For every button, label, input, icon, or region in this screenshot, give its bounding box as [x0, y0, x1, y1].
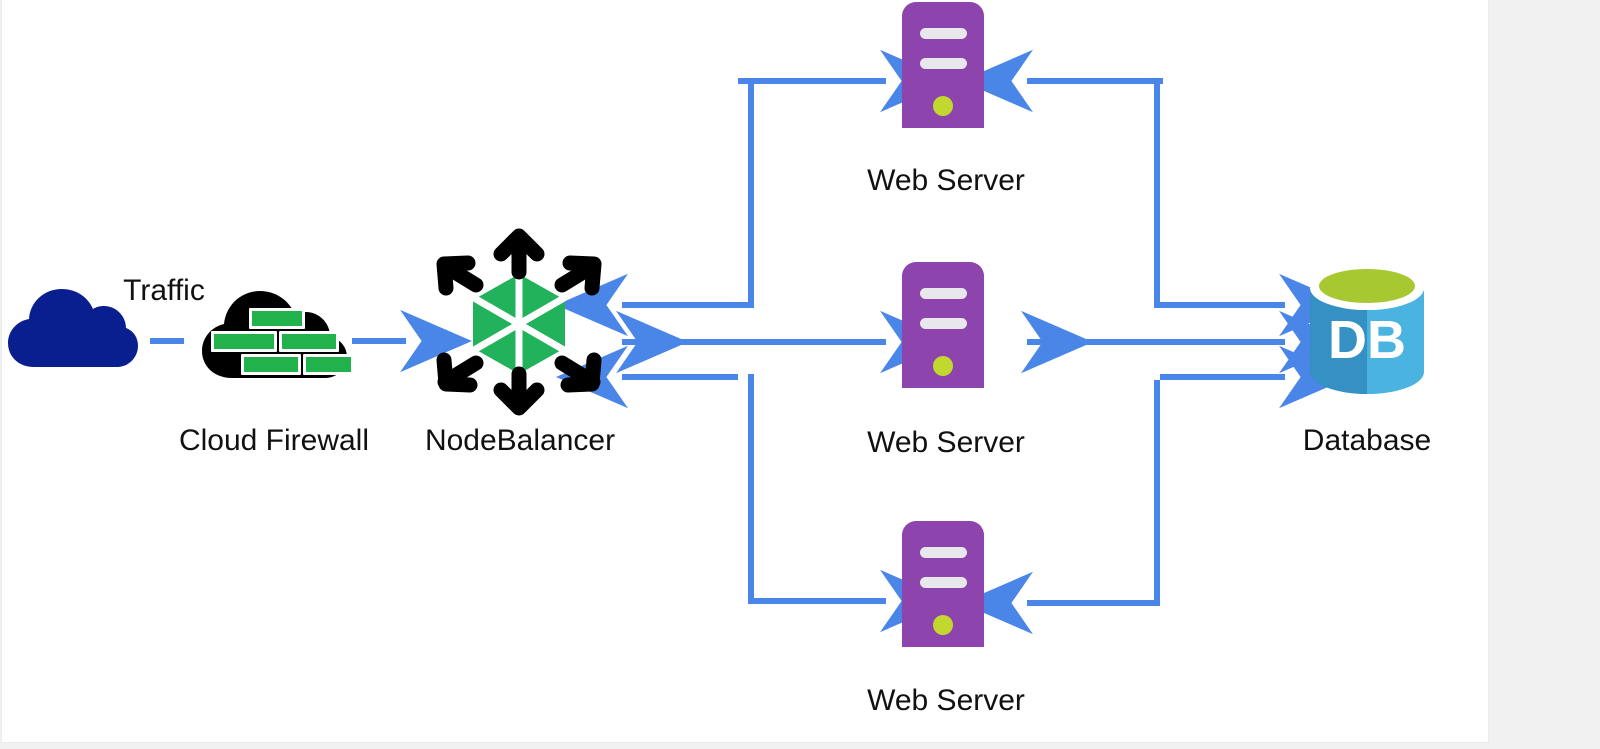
web-server-2-node[interactable]	[902, 262, 984, 388]
database-badge-text: DB	[1328, 310, 1406, 370]
outward-arrows	[436, 228, 602, 416]
web-server-1-label: Web Server	[867, 164, 1025, 197]
wire-server1-to-nodebalancer-in	[556, 84, 754, 337]
nodebalancer-icon	[436, 228, 602, 416]
cloud-firewall-label: Cloud Firewall	[178, 424, 370, 457]
wire-database-to-server3	[961, 380, 1160, 635]
nodebalancer-node[interactable]	[432, 228, 606, 416]
web-server-3-label: Web Server	[867, 684, 1025, 717]
web-server-1-node[interactable]	[902, 2, 984, 128]
server-tower-icon	[902, 262, 984, 388]
wire-database-to-server1	[961, 49, 1163, 113]
server-tower-icon	[902, 2, 984, 128]
traffic-cloud-node[interactable]	[6, 285, 138, 370]
server-tower-icon	[902, 521, 984, 647]
database-node[interactable]: DB	[1308, 266, 1426, 394]
database-cylinder-icon: DB	[1310, 266, 1424, 394]
web-server-2-label: Web Server	[867, 426, 1025, 459]
wire-nodebalancer-to-server3-out	[748, 374, 952, 633]
diagram-canvas: Traffic	[2, 0, 1488, 742]
firewall-cloud-icon	[202, 291, 363, 378]
hexagon-core	[470, 268, 568, 380]
cloud-firewall-node[interactable]	[199, 288, 363, 380]
database-label: Database	[1302, 424, 1432, 457]
traffic-label: Traffic	[123, 274, 205, 307]
firewall-bricks	[211, 308, 363, 375]
nodebalancer-label: NodeBalancer	[424, 424, 616, 457]
wire-server1-to-database	[1154, 81, 1351, 337]
cloud-icon	[8, 289, 138, 367]
web-server-3-node[interactable]	[902, 521, 984, 647]
